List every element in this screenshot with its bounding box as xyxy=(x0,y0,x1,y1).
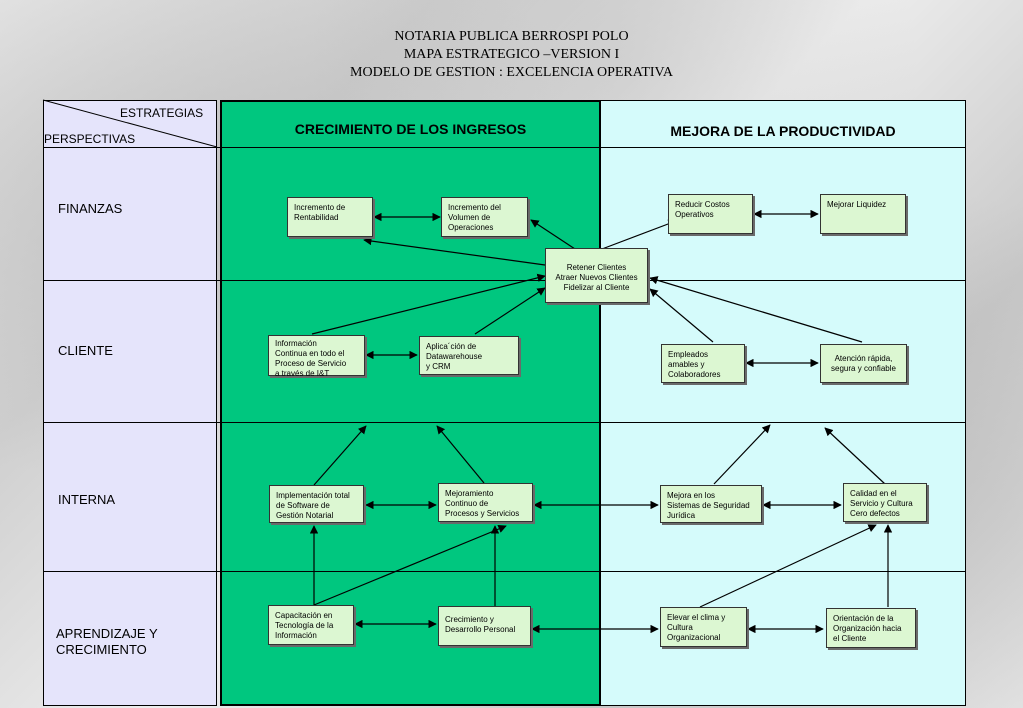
perspectives-column xyxy=(43,100,217,706)
box-calidad-servicio: Calidad en el Servicio y Cultura Cero de… xyxy=(843,483,927,522)
row-divider-interna xyxy=(43,571,966,572)
strategies-label: ESTRATEGIAS xyxy=(120,106,204,120)
box-empleados-amables: Empleados amables y Colaboradores xyxy=(661,344,745,383)
row-divider-cliente xyxy=(43,422,966,423)
perspective-cliente: CLIENTE xyxy=(58,343,113,358)
column-header-revenue-growth: CRECIMIENTO DE LOS INGRESOS xyxy=(294,121,527,137)
perspective-interna: INTERNA xyxy=(58,492,116,507)
box-incremento-rentabilidad: Incremento de Rentabilidad xyxy=(287,197,373,237)
column-header-productivity: MEJORA DE LA PRODUCTIVIDAD xyxy=(670,123,896,139)
box-crecimiento-desarrollo: Crecimiento y Desarrollo Personal xyxy=(438,606,531,646)
header-divider xyxy=(43,147,966,148)
box-atencion-rapida: Atención rápida, segura y confiable xyxy=(820,344,907,383)
box-retener-clientes: Retener Clientes Atraer Nuevos Clientes … xyxy=(545,248,648,303)
box-incremento-volumen: Incremento del Volumen de Operaciones xyxy=(441,197,528,237)
map-title-line-2: MAPA ESTRATEGICO –VERSION I xyxy=(403,47,620,62)
perspectives-label: PERSPECTIVAS xyxy=(44,132,136,146)
row-divider-finanzas xyxy=(43,280,966,281)
box-mejoramiento-continuo: Mejoramiento Continuo de Procesos y Serv… xyxy=(438,483,533,522)
box-software-gestion: Implementación total de Software de Gest… xyxy=(269,485,364,523)
box-reducir-costos: Reducir Costos Operativos xyxy=(668,194,753,234)
box-seguridad-juridica: Mejora en los Sistemas de Seguridad Jurí… xyxy=(660,485,762,523)
box-datawarehouse-crm: Aplica´ción de Datawarehouse y CRM xyxy=(419,336,519,375)
perspective-aprendizaje: APRENDIZAJE Y CRECIMIENTO xyxy=(56,626,158,657)
box-informacion-continua: Información Continua en todo el Proceso … xyxy=(268,335,365,378)
map-title-line-1: NOTARIA PUBLICA BERROSPI POLO xyxy=(394,29,629,44)
box-mejorar-liquidez: Mejorar Liquidez xyxy=(820,194,906,234)
box-elevar-clima: Elevar el clima y Cultura Organizacional xyxy=(660,607,747,647)
perspective-finanzas: FINANZAS xyxy=(58,201,123,216)
box-orientacion-cliente: Orientación de la Organización hacia el … xyxy=(826,608,916,648)
map-title-line-3: MODELO DE GESTION : EXCELENCIA OPERATIVA xyxy=(350,65,673,80)
box-capacitacion-tecnologia: Capacitación en Tecnología de la Informa… xyxy=(268,605,354,645)
